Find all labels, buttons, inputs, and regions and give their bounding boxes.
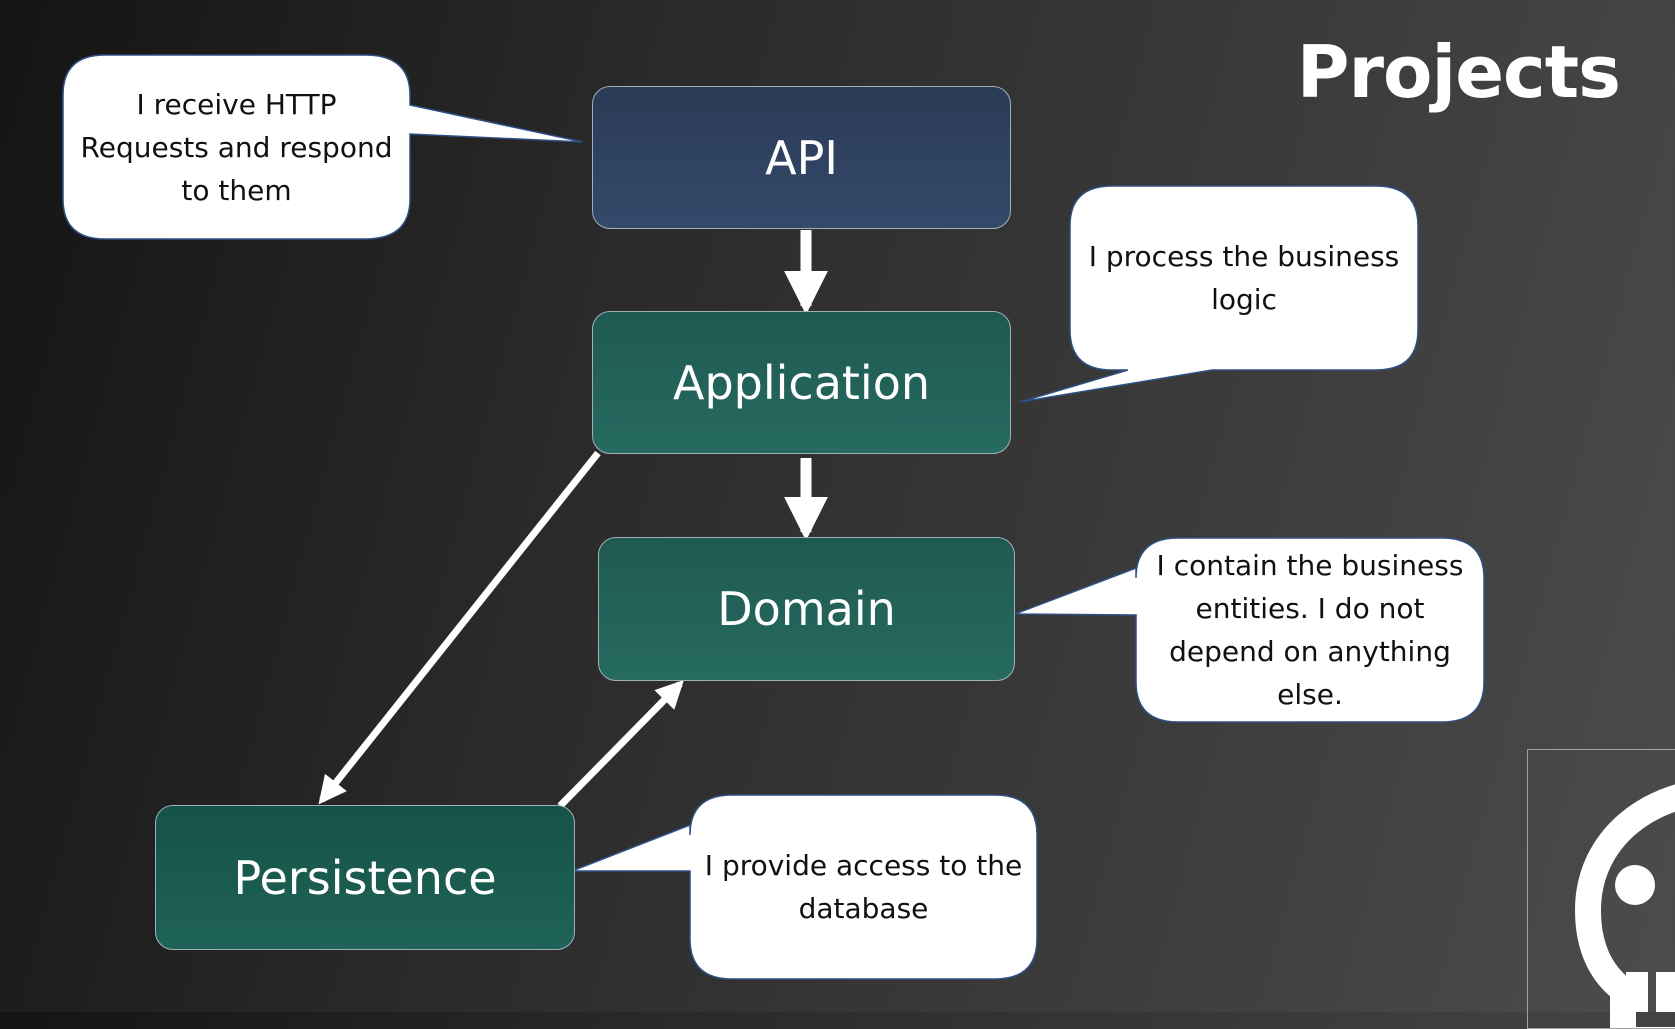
- layer-application-box: Application: [592, 311, 1011, 454]
- layer-persistence-box: Persistence: [155, 805, 575, 950]
- callout-api-text: I receive HTTP Requests and respond to t…: [80, 87, 393, 207]
- skull-icon-frame: [1527, 749, 1675, 1029]
- layer-api-box: API: [592, 86, 1011, 229]
- callout-application-text: I process the business logic: [1088, 240, 1400, 316]
- callout-persistence-shape: [571, 794, 1038, 980]
- callout-api-shape: [62, 54, 584, 240]
- layer-domain-box: Domain: [598, 537, 1015, 681]
- callout-persistence-text: I provide access to the database: [704, 849, 1023, 925]
- callout-domain-text: I contain the business entities. I do no…: [1156, 549, 1464, 711]
- page-title: Projects: [1296, 30, 1621, 114]
- callout-application-shape: [1019, 185, 1419, 403]
- arrow-persistence-to-domain: [557, 680, 684, 809]
- callout-domain-shape: [1014, 537, 1485, 723]
- arrow-application-to-persistence: [318, 450, 601, 805]
- skull-icon: [1575, 784, 1675, 1028]
